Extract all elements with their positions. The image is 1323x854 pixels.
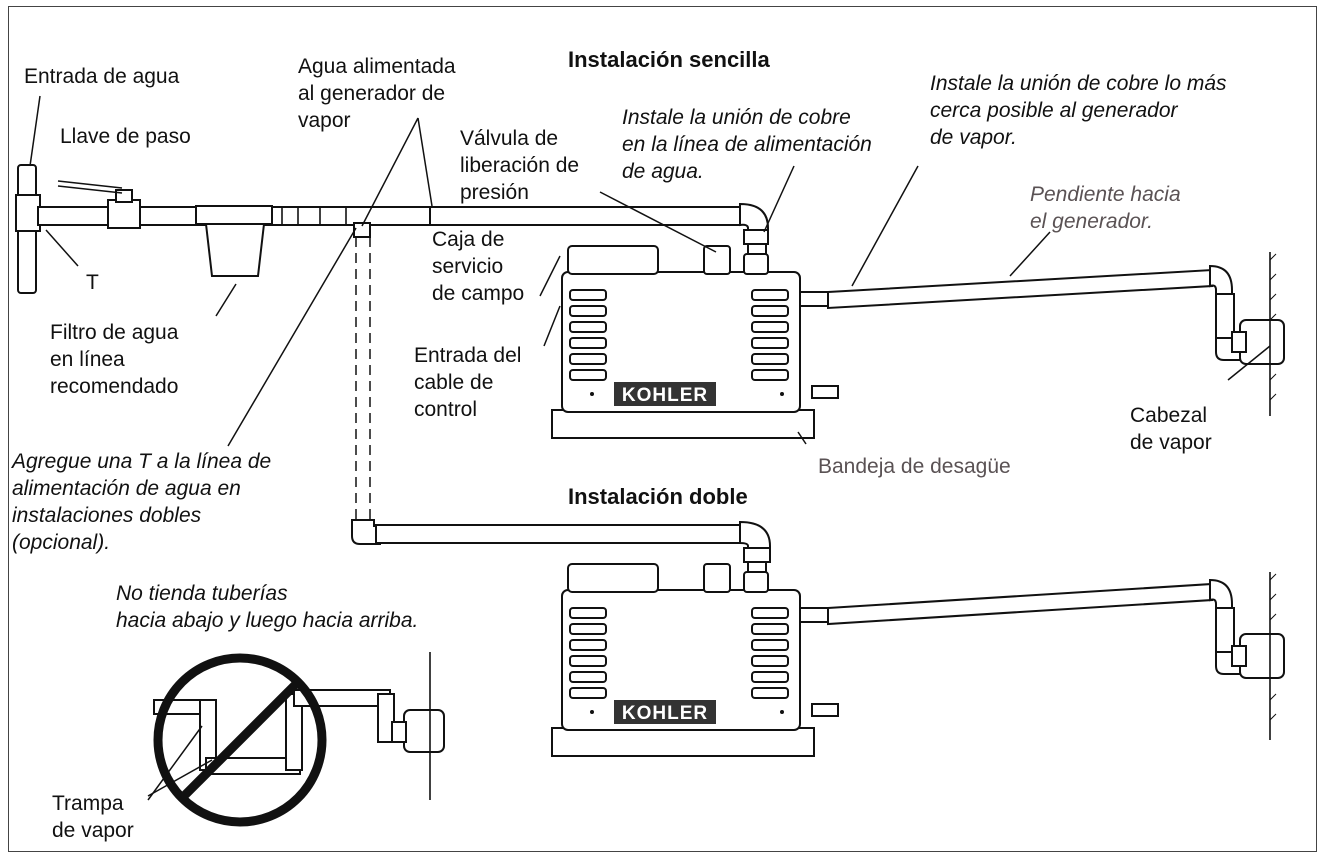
label-valvula-3: presión bbox=[460, 181, 529, 204]
label-entrada-cable-3: control bbox=[414, 398, 477, 421]
label-entrada-agua: Entrada de agua bbox=[24, 65, 180, 88]
title-instalacion-doble: Instalación doble bbox=[568, 484, 748, 509]
label-agua-alim-2: al generador de bbox=[298, 82, 445, 105]
label-t: T bbox=[86, 271, 99, 294]
label-trampa-1: Trampa bbox=[52, 792, 124, 815]
label-pendiente-1: Pendiente hacia bbox=[1030, 183, 1181, 206]
label-agregue-2: alimentación de agua en bbox=[12, 477, 241, 500]
label-caja-2: servicio bbox=[432, 255, 503, 278]
steam-generator-single: KOHLER bbox=[551, 245, 839, 439]
steam-trap-example bbox=[153, 652, 445, 827]
label-filtro-2: en línea bbox=[50, 348, 125, 371]
label-union-linea-1: Instale la unión de cobre bbox=[622, 106, 851, 129]
label-entrada-cable-2: cable de bbox=[414, 371, 493, 394]
steam-generator-double: KOHLER bbox=[551, 563, 839, 757]
leader-lines bbox=[29, 95, 1271, 801]
kohler-logo-2: KOHLER bbox=[622, 703, 708, 724]
label-no-tienda-2: hacia abajo y luego hacia arriba. bbox=[116, 609, 418, 632]
label-filtro-3: recomendado bbox=[50, 375, 178, 398]
label-union-linea-3: de agua. bbox=[622, 160, 704, 183]
label-entrada-cable-1: Entrada del bbox=[414, 344, 521, 367]
steam-line-single bbox=[827, 252, 1285, 416]
kohler-logo-1: KOHLER bbox=[622, 385, 708, 406]
label-agua-alim-1: Agua alimentada bbox=[298, 55, 456, 78]
label-union-linea-2: en la línea de alimentación bbox=[622, 133, 872, 156]
label-cabezal-1: Cabezal bbox=[1130, 404, 1207, 427]
label-bandeja: Bandeja de desagüe bbox=[818, 455, 1011, 478]
label-union-gen-3: de vapor. bbox=[930, 126, 1017, 149]
labels: Entrada de agua Llave de paso T Filtro d… bbox=[10, 47, 1227, 842]
label-valvula-1: Válvula de bbox=[460, 127, 558, 150]
label-pendiente-2: el generador. bbox=[1030, 210, 1153, 233]
steam-line-double bbox=[827, 572, 1285, 740]
label-no-tienda-1: No tienda tuberías bbox=[116, 582, 288, 605]
water-inlet-assembly bbox=[15, 164, 439, 294]
label-caja-1: Caja de bbox=[432, 228, 504, 251]
label-cabezal-2: de vapor bbox=[1130, 431, 1212, 454]
label-filtro-1: Filtro de agua bbox=[50, 321, 179, 344]
label-agregue-3: instalaciones dobles bbox=[12, 504, 202, 527]
title-instalacion-sencilla: Instalación sencilla bbox=[568, 47, 771, 72]
diagram-frame bbox=[8, 6, 1317, 852]
label-union-gen-1: Instale la unión de cobre lo más bbox=[930, 72, 1227, 95]
label-caja-3: de campo bbox=[432, 282, 524, 305]
label-agua-alim-3: vapor bbox=[298, 109, 351, 132]
label-llave-paso: Llave de paso bbox=[60, 125, 191, 148]
label-agregue-1: Agregue una T a la línea de bbox=[10, 450, 271, 473]
label-trampa-2: de vapor bbox=[52, 819, 134, 842]
label-valvula-2: liberación de bbox=[460, 154, 579, 177]
label-union-gen-2: cerca posible al generador bbox=[930, 99, 1178, 122]
label-agregue-4: (opcional). bbox=[12, 531, 110, 554]
tee-branch-dashed bbox=[351, 237, 771, 587]
